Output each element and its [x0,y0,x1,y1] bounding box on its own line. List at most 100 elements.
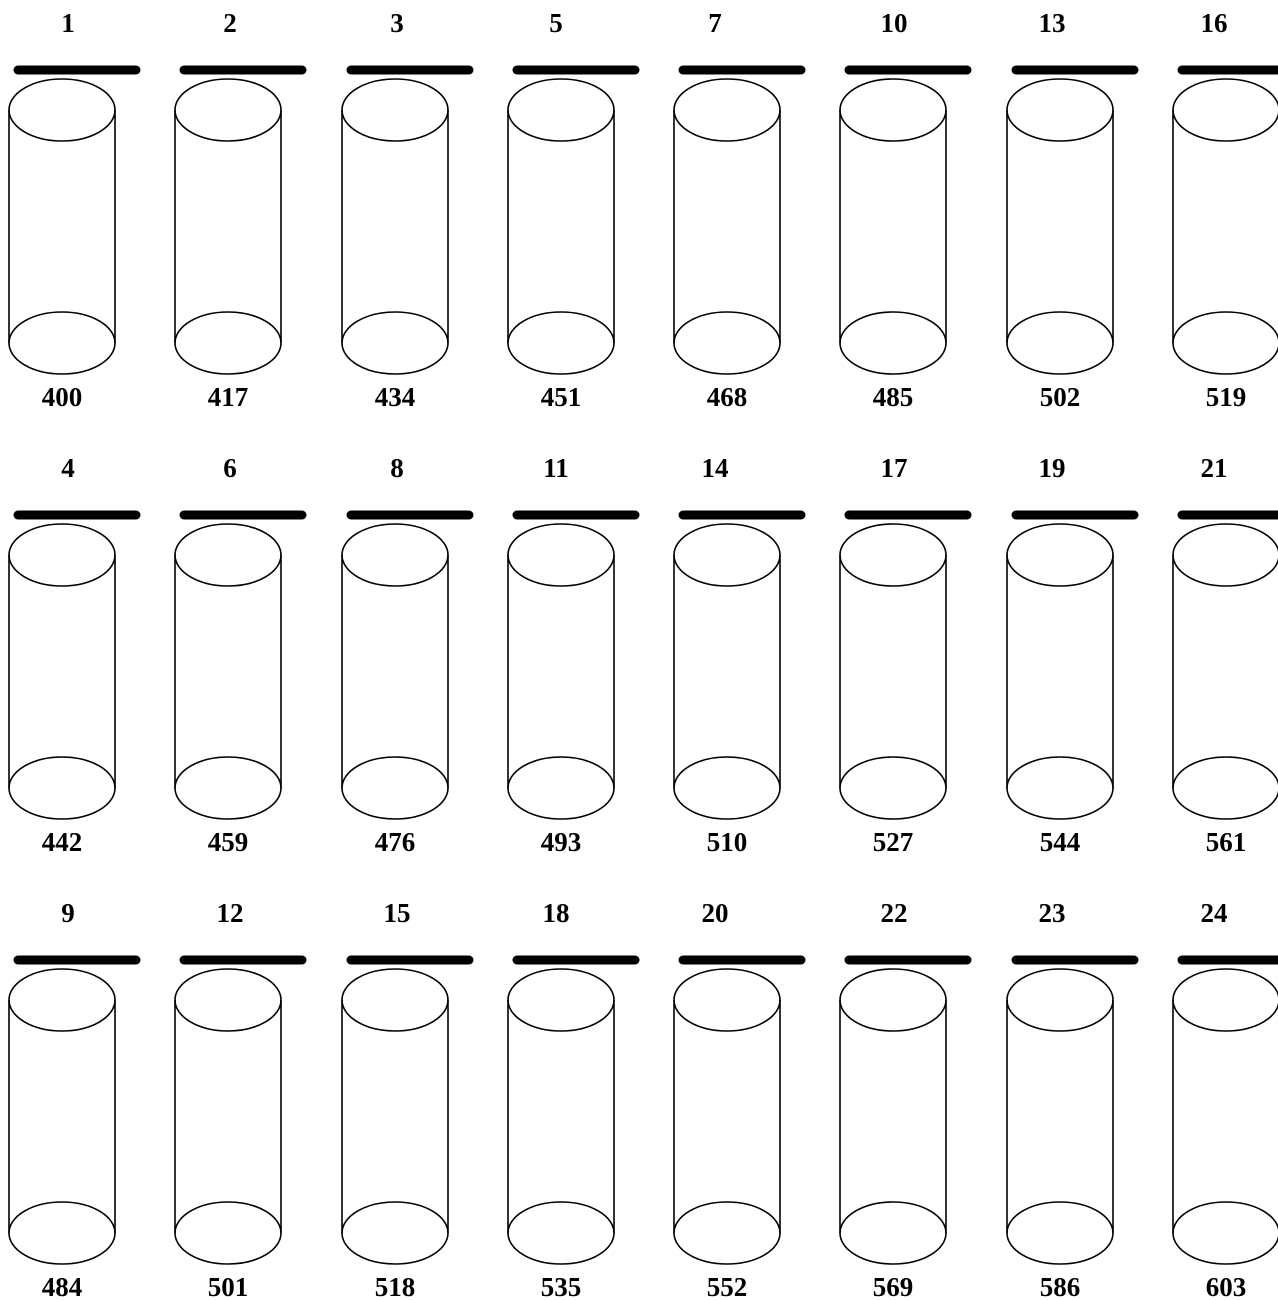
tube-top-ellipse [1173,524,1278,586]
tube-22: 22 569 [840,898,967,1300]
tube-bottom-ellipse [175,757,281,819]
tube-11: 11 493 [508,453,635,857]
tube-2: 2 417 [175,8,302,412]
tube-bottom-ellipse [840,312,946,374]
tube-number: 24 [1201,898,1228,928]
tube-top-ellipse [508,79,614,141]
tube-top-ellipse [9,969,115,1031]
tube-value: 603 [1206,1272,1247,1300]
tube-number: 2 [223,8,237,38]
tube-number: 7 [708,8,722,38]
tube-bottom-ellipse [508,312,614,374]
tube-bottom-ellipse [840,757,946,819]
tube-top-ellipse [1007,524,1113,586]
tube-value: 451 [541,382,582,412]
tube-bottom-ellipse [9,757,115,819]
tube-top-ellipse [9,79,115,141]
tube-bottom-ellipse [342,757,448,819]
tube-7: 7 468 [674,8,801,412]
tube-value: 518 [375,1272,416,1300]
tube-number: 15 [384,898,411,928]
tube-top-ellipse [175,524,281,586]
tube-number: 11 [543,453,569,483]
tube-value: 569 [873,1272,914,1300]
tube-value: 493 [541,827,582,857]
tube-top-ellipse [342,524,448,586]
tube-top-ellipse [508,969,614,1031]
tube-number: 10 [881,8,908,38]
tube-bottom-ellipse [175,1202,281,1264]
tube-top-ellipse [1007,969,1113,1031]
tube-number: 21 [1201,453,1228,483]
tube-value: 417 [208,382,249,412]
tube-top-ellipse [175,969,281,1031]
tube-top-ellipse [1173,79,1278,141]
tube-value: 561 [1206,827,1247,857]
tube-number: 23 [1039,898,1066,928]
tube-value: 442 [42,827,83,857]
tube-top-ellipse [674,79,780,141]
tube-10: 10 485 [840,8,967,412]
tube-value: 434 [375,382,416,412]
tube-value: 586 [1040,1272,1081,1300]
tube-bottom-ellipse [508,757,614,819]
tube-top-ellipse [342,969,448,1031]
tube-bottom-ellipse [1007,312,1113,374]
tube-number: 20 [702,898,729,928]
tube-top-ellipse [840,969,946,1031]
tube-bottom-ellipse [342,1202,448,1264]
tube-24: 24 603 [1173,898,1278,1300]
tube-bottom-ellipse [1007,757,1113,819]
tube-value: 501 [208,1272,249,1300]
tube-top-ellipse [9,524,115,586]
tube-number: 16 [1201,8,1228,38]
tube-number: 19 [1039,453,1066,483]
tube-top-ellipse [175,79,281,141]
tube-number: 14 [702,453,729,483]
tube-top-ellipse [342,79,448,141]
tube-14: 14 510 [674,453,801,857]
tube-value: 459 [208,827,249,857]
tube-16: 16 519 [1173,8,1278,412]
tube-number: 1 [61,8,75,38]
tube-value: 544 [1040,827,1081,857]
tube-bottom-ellipse [175,312,281,374]
tube-bottom-ellipse [9,312,115,374]
tube-12: 12 501 [175,898,302,1300]
tube-value: 476 [375,827,416,857]
tube-number: 8 [390,453,404,483]
tube-top-ellipse [674,969,780,1031]
tube-top-ellipse [840,524,946,586]
tube-18: 18 535 [508,898,635,1300]
tube-number: 22 [881,898,908,928]
tube-number: 17 [881,453,908,483]
tube-top-ellipse [1173,969,1278,1031]
tube-top-ellipse [674,524,780,586]
tube-20: 20 552 [674,898,801,1300]
tube-value: 519 [1206,382,1247,412]
tube-value: 510 [707,827,748,857]
tube-number: 18 [543,898,570,928]
tube-bottom-ellipse [9,1202,115,1264]
tube-21: 21 561 [1173,453,1278,857]
tube-number: 12 [217,898,244,928]
tube-top-ellipse [1007,79,1113,141]
tube-number: 3 [390,8,404,38]
tube-value: 535 [541,1272,582,1300]
tube-bottom-ellipse [840,1202,946,1264]
tube-bottom-ellipse [1173,1202,1278,1264]
tube-value: 552 [707,1272,748,1300]
tube-number: 9 [61,898,75,928]
tube-value: 400 [42,382,83,412]
tube-23: 23 586 [1007,898,1134,1300]
tube-value: 485 [873,382,914,412]
tube-value: 468 [707,382,748,412]
tube-bottom-ellipse [1173,757,1278,819]
